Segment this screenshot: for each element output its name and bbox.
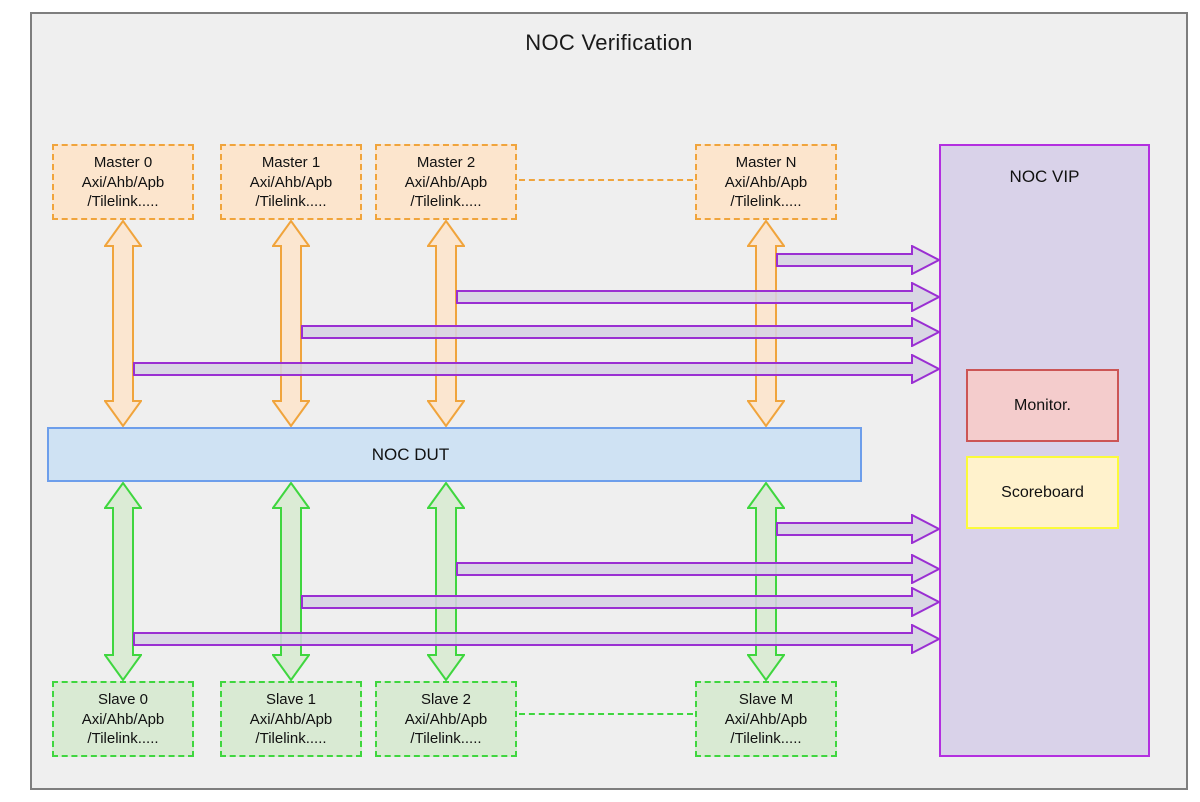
master-continuation-dashed-line <box>519 179 693 181</box>
master-1-label: Master 1 <box>261 154 321 171</box>
dut-slave-0-double-arrow-icon <box>104 482 142 681</box>
slave-m-label: Slave M <box>738 691 794 708</box>
noc-dut-label: NOC DUT <box>371 444 450 464</box>
master-1-vip-arrow-icon <box>301 317 940 347</box>
slave-0-protocols-1: Axi/Ahb/Apb <box>81 710 165 728</box>
master-n-protocols-2: /Tilelink..... <box>730 193 802 210</box>
noc-vip-label: NOC VIP <box>1009 167 1080 186</box>
master-2-dut-double-arrow-icon <box>427 220 465 427</box>
slave-1-box: Slave 1 Axi/Ahb/Apb /Tilelink..... <box>220 681 362 757</box>
monitor-box: Monitor. <box>966 369 1119 442</box>
master-0-label: Master 0 <box>93 154 153 171</box>
slave-m-protocols-1: Axi/Ahb/Apb <box>724 710 808 728</box>
monitor-label: Monitor. <box>1014 396 1071 414</box>
master-0-protocols-2: /Tilelink..... <box>87 193 159 210</box>
slave-1-vip-arrow-icon <box>301 587 940 617</box>
slave-0-vip-arrow-icon <box>133 624 940 654</box>
diagram-title: NOC Verification <box>525 30 693 55</box>
slave-2-protocols-2: /Tilelink..... <box>410 730 482 747</box>
master-n-protocols-1: Axi/Ahb/Apb <box>724 173 808 191</box>
master-2-protocols-1: Axi/Ahb/Apb <box>404 173 488 191</box>
slave-0-protocols-2: /Tilelink..... <box>87 730 159 747</box>
master-1-dut-double-arrow-icon <box>272 220 310 427</box>
slave-2-label: Slave 2 <box>420 691 472 708</box>
master-n-vip-arrow-icon <box>776 245 940 275</box>
slave-m-box: Slave M Axi/Ahb/Apb /Tilelink..... <box>695 681 837 757</box>
master-n-dut-double-arrow-icon <box>747 220 785 427</box>
master-0-protocols-1: Axi/Ahb/Apb <box>81 173 165 191</box>
dut-slave-1-double-arrow-icon <box>272 482 310 681</box>
slave-1-protocols-2: /Tilelink..... <box>255 730 327 747</box>
slave-0-box: Slave 0 Axi/Ahb/Apb /Tilelink..... <box>52 681 194 757</box>
slave-m-vip-arrow-icon <box>776 514 940 544</box>
dut-slave-m-double-arrow-icon <box>747 482 785 681</box>
slave-m-protocols-2: /Tilelink..... <box>730 730 802 747</box>
master-2-protocols-2: /Tilelink..... <box>410 193 482 210</box>
dut-slave-2-double-arrow-icon <box>427 482 465 681</box>
master-1-protocols-1: Axi/Ahb/Apb <box>249 173 333 191</box>
slave-2-protocols-1: Axi/Ahb/Apb <box>404 710 488 728</box>
master-2-box: Master 2 Axi/Ahb/Apb /Tilelink..... <box>375 144 517 220</box>
master-0-vip-arrow-icon <box>133 354 940 384</box>
noc-vip-box: NOC VIP Monitor. Scoreboard <box>939 144 1150 757</box>
slave-0-label: Slave 0 <box>97 691 149 708</box>
slave-2-box: Slave 2 Axi/Ahb/Apb /Tilelink..... <box>375 681 517 757</box>
slave-1-protocols-1: Axi/Ahb/Apb <box>249 710 333 728</box>
master-2-vip-arrow-icon <box>456 282 940 312</box>
master-1-protocols-2: /Tilelink..... <box>255 193 327 210</box>
master-0-box: Master 0 Axi/Ahb/Apb /Tilelink..... <box>52 144 194 220</box>
scoreboard-box: Scoreboard <box>966 456 1119 529</box>
slave-continuation-dashed-line <box>519 713 693 715</box>
noc-dut-box: NOC DUT <box>47 427 862 482</box>
slave-2-vip-arrow-icon <box>456 554 940 584</box>
master-n-label: Master N <box>735 154 797 171</box>
slave-1-label: Slave 1 <box>265 691 317 708</box>
master-2-label: Master 2 <box>416 154 476 171</box>
master-1-box: Master 1 Axi/Ahb/Apb /Tilelink..... <box>220 144 362 220</box>
diagram-frame: NOC Verification Master 0 Axi/Ahb/Apb /T… <box>30 12 1188 790</box>
master-n-box: Master N Axi/Ahb/Apb /Tilelink..... <box>695 144 837 220</box>
scoreboard-label: Scoreboard <box>1001 483 1084 501</box>
master-0-dut-double-arrow-icon <box>104 220 142 427</box>
